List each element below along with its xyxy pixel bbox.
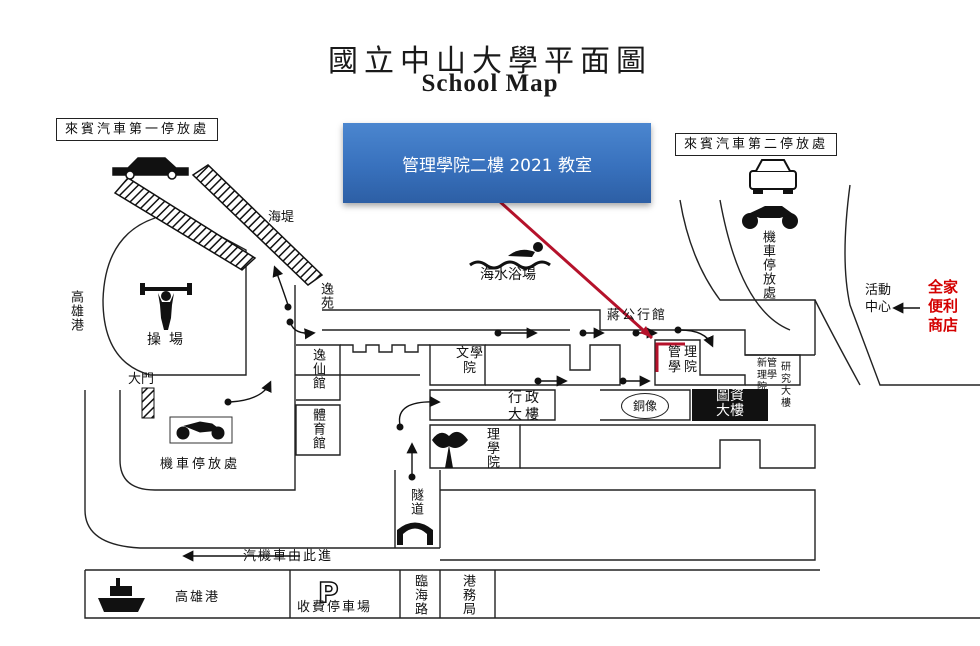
parking-bar-1 — [113, 177, 257, 271]
main-gate-label: 大門 — [128, 372, 155, 387]
sports-field-label: 操場 — [147, 332, 191, 348]
mgmt-marker — [655, 342, 685, 372]
left-road — [119, 285, 296, 491]
callout-text: 管理學院二樓 2021 教室 — [401, 155, 593, 176]
new-management-label: 新管理學院 — [757, 358, 777, 393]
admin-block — [429, 389, 556, 421]
callout-pointer — [496, 198, 654, 340]
main-road-top — [322, 309, 815, 356]
gym-block — [295, 404, 341, 456]
destination-callout: 管理學院二樓 2021 教室 — [343, 123, 651, 203]
kaohsiung-harbor-side-label: 高雄港 — [68, 290, 83, 332]
main-gate-mark — [141, 387, 155, 419]
liberal-arts-label: 文學院 — [455, 346, 484, 376]
visitor-parking-2-label: 來賓汽車第二停放處 — [675, 133, 838, 156]
sports-field-road — [102, 217, 247, 376]
entry-road-label: 汽機車由此進 — [243, 549, 334, 564]
convenience-store-label: 全家 便利 商店 — [928, 278, 959, 334]
tree-icon — [432, 431, 468, 468]
moto-parking-left-label: 機車停放處 — [160, 457, 241, 472]
car-front-icon — [749, 159, 797, 194]
visitor-parking-1-label: 來賓汽車第一停放處 — [56, 118, 219, 141]
yixian-garden-label: 逸苑 — [318, 282, 333, 310]
parking-bar-2 — [191, 164, 324, 286]
gymnasium-label: 體育館 — [310, 408, 325, 450]
weightlifter-icon — [140, 283, 192, 330]
yixian-hall-block — [296, 344, 341, 401]
swimmer-icon — [469, 242, 551, 270]
car-icon — [112, 157, 189, 180]
college-science-label: 理學院 — [484, 427, 499, 469]
yixian-hall-label: 逸仙館 — [310, 348, 325, 390]
map-title-english: School Map — [421, 70, 559, 97]
tunnel-label: 隧道 — [408, 488, 423, 516]
tunnel-icon — [397, 522, 433, 545]
linhai-road-label: 臨海路 — [412, 574, 427, 616]
paid-parking-label: 收費停車場 — [297, 600, 373, 615]
map-title-chinese: 國立中山大學平面圖 — [328, 44, 652, 79]
activity-center-label: 活動中心 — [864, 283, 891, 315]
college-management-label: 管理學院 — [667, 345, 700, 375]
beach-label: 海水浴場 — [480, 267, 536, 283]
motorcycle-icon-right — [742, 206, 798, 229]
moto-parking-right-label: 機車停放處 — [760, 230, 775, 300]
ship-icon — [98, 578, 145, 612]
mgmt-block — [654, 339, 746, 386]
tunnel-road — [394, 470, 441, 548]
seawall-label: 海堤 — [268, 210, 295, 225]
motorcycle-icon-left — [169, 416, 233, 444]
right-road — [679, 199, 816, 355]
chiang-hall-label: 蔣公行館 — [607, 308, 668, 323]
kaohsiung-harbor-bottom-label: 高雄港 — [175, 590, 221, 605]
library-building: 圖資 大樓 — [692, 389, 768, 421]
admin-building-label: 行政大樓 — [508, 390, 542, 423]
bronze-statue-label: 銅像 — [621, 393, 669, 419]
parking-symbol: P — [318, 576, 339, 609]
research-building-label: 研究大樓 — [781, 362, 791, 409]
crenellated-wall — [340, 344, 430, 353]
port-bureau-label: 港務局 — [460, 574, 475, 616]
